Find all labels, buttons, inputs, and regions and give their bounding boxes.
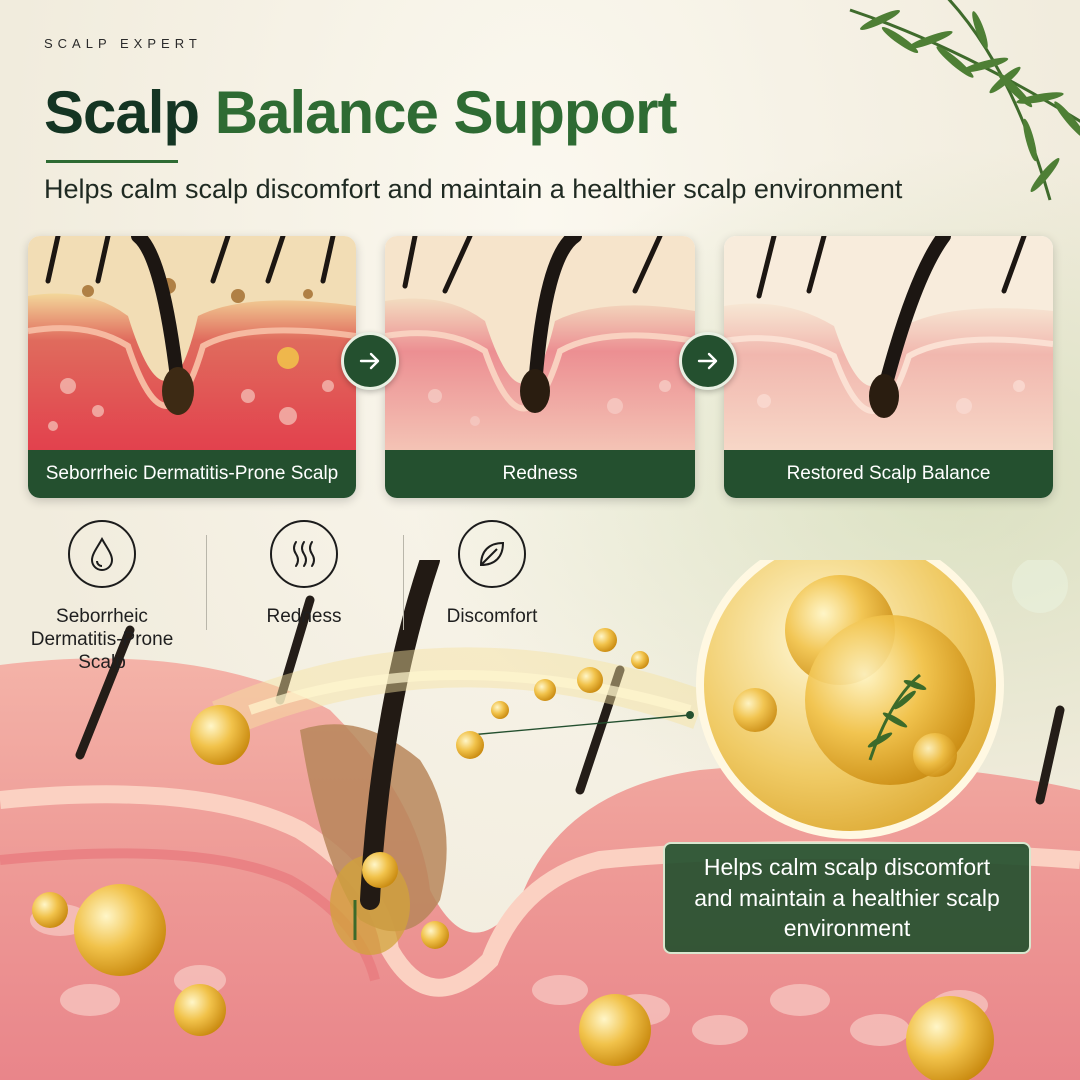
stage-card-1: Seborrheic Dermatitis-Prone Scalp xyxy=(28,236,356,498)
symptom-icon-ring xyxy=(68,520,136,588)
brand-label: SCALP EXPERT xyxy=(44,36,202,51)
symptom-item-1: Seborrheic Dermatitis-Prone Scalp xyxy=(12,520,192,674)
benefit-callout: Helps calm scalp discomfort and maintain… xyxy=(663,842,1031,954)
stage-arrow-1 xyxy=(341,332,399,390)
symptom-label-2: Redness xyxy=(266,606,342,627)
restored-scalp-illustration xyxy=(724,236,1053,450)
symptom-label-3: Discomfort xyxy=(446,606,538,627)
leaf-icon xyxy=(479,541,505,567)
redness-scalp-illustration xyxy=(385,236,695,450)
symptom-item-3: Discomfort xyxy=(402,520,582,629)
rosemary-branch-decoration xyxy=(849,0,1080,201)
symptom-divider xyxy=(403,535,404,630)
title-underline xyxy=(46,160,178,163)
stage-label-2: Redness xyxy=(385,450,695,498)
stage-card-2: Redness xyxy=(385,236,695,498)
symptom-icon-ring xyxy=(270,520,338,588)
symptom-label-1: Seborrheic Dermatitis-Prone Scalp xyxy=(30,606,174,673)
stage-card-3: Restored Scalp Balance xyxy=(724,236,1053,498)
title-word-2: Balance Support xyxy=(214,79,678,146)
page-title: Scalp Balance Support xyxy=(44,80,677,146)
arrow-right-icon xyxy=(697,352,718,370)
symptom-divider xyxy=(206,535,207,630)
arrow-right-icon xyxy=(359,352,380,370)
page-subtitle: Helps calm scalp discomfort and maintain… xyxy=(44,174,903,204)
title-word-1: Scalp xyxy=(44,79,200,146)
inflamed-scalp-illustration xyxy=(28,236,356,450)
heat-waves-icon xyxy=(293,541,315,567)
stage-label-1: Seborrheic Dermatitis-Prone Scalp xyxy=(28,450,356,498)
scalp-cross-section-illustration xyxy=(0,560,1080,1080)
symptom-item-2: Redness xyxy=(214,520,394,629)
stage-arrow-2 xyxy=(679,332,737,390)
stage-label-3: Restored Scalp Balance xyxy=(724,450,1053,498)
symptom-icon-ring xyxy=(458,520,526,588)
droplet-icon xyxy=(90,536,114,571)
